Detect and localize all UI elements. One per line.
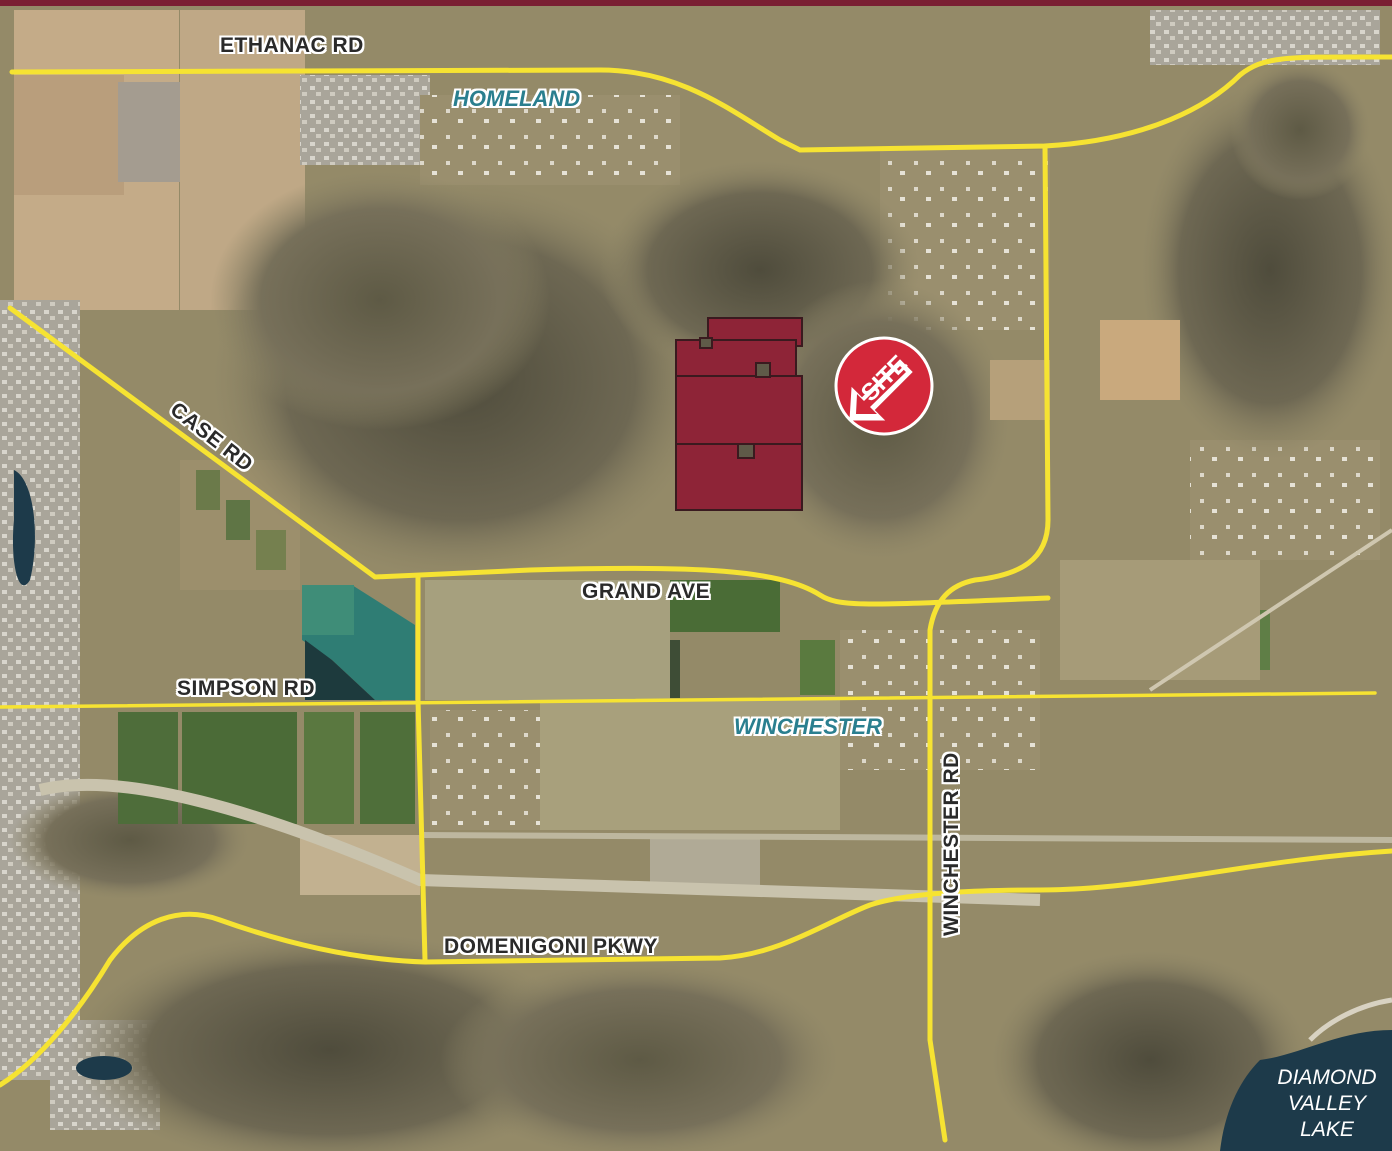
lake-label-line-1: DIAMOND: [1277, 1066, 1377, 1089]
rail-line: [419, 832, 1392, 843]
road-label-ethanac: ETHANAC RD: [220, 34, 364, 57]
site-parcels[interactable]: [675, 317, 803, 511]
mountains: [10, 60, 1392, 1151]
open-land: [300, 320, 1260, 895]
pond-west: [12, 470, 35, 586]
winchester-rd-line: [927, 143, 1051, 1143]
site-parcel-upper[interactable]: [675, 339, 797, 377]
grand-ave-line: [7, 305, 1051, 607]
roads: [0, 54, 1392, 1143]
water-bodies: [12, 470, 1392, 1151]
lake-label-line-3: LAKE: [1300, 1118, 1354, 1141]
domenigoni-pkwy-line: [0, 848, 1392, 1088]
site-badge-graphic[interactable]: [834, 336, 934, 436]
cross-street-line: [415, 574, 428, 963]
place-label-winchester: WINCHESTER: [734, 714, 882, 739]
road-label-domenigoni: DOMENIGONI PKWY: [444, 935, 659, 958]
road-label-winchester: WINCHESTER RD: [940, 752, 963, 936]
top-border-bar: [0, 0, 1392, 6]
lake-label-line-2: VALLEY: [1287, 1092, 1367, 1115]
site-parcel-middle[interactable]: [675, 375, 803, 445]
lake-label-diamond-valley: DIAMOND VALLEY LAKE: [1262, 1065, 1392, 1143]
pond-south: [76, 1056, 132, 1080]
diamond-valley-lake-water: [1220, 1030, 1392, 1151]
road-label-grand: GRAND AVE: [582, 580, 711, 603]
place-label-homeland: HOMELAND: [453, 86, 581, 111]
canal: [38, 778, 1041, 906]
simpson-rd-line: [0, 691, 1377, 709]
minor-road: [1148, 528, 1392, 692]
farmland-west: [14, 10, 305, 590]
ethanac-rd-line: [9, 54, 1392, 153]
road-label-simpson: SIMPSON RD: [177, 677, 316, 700]
